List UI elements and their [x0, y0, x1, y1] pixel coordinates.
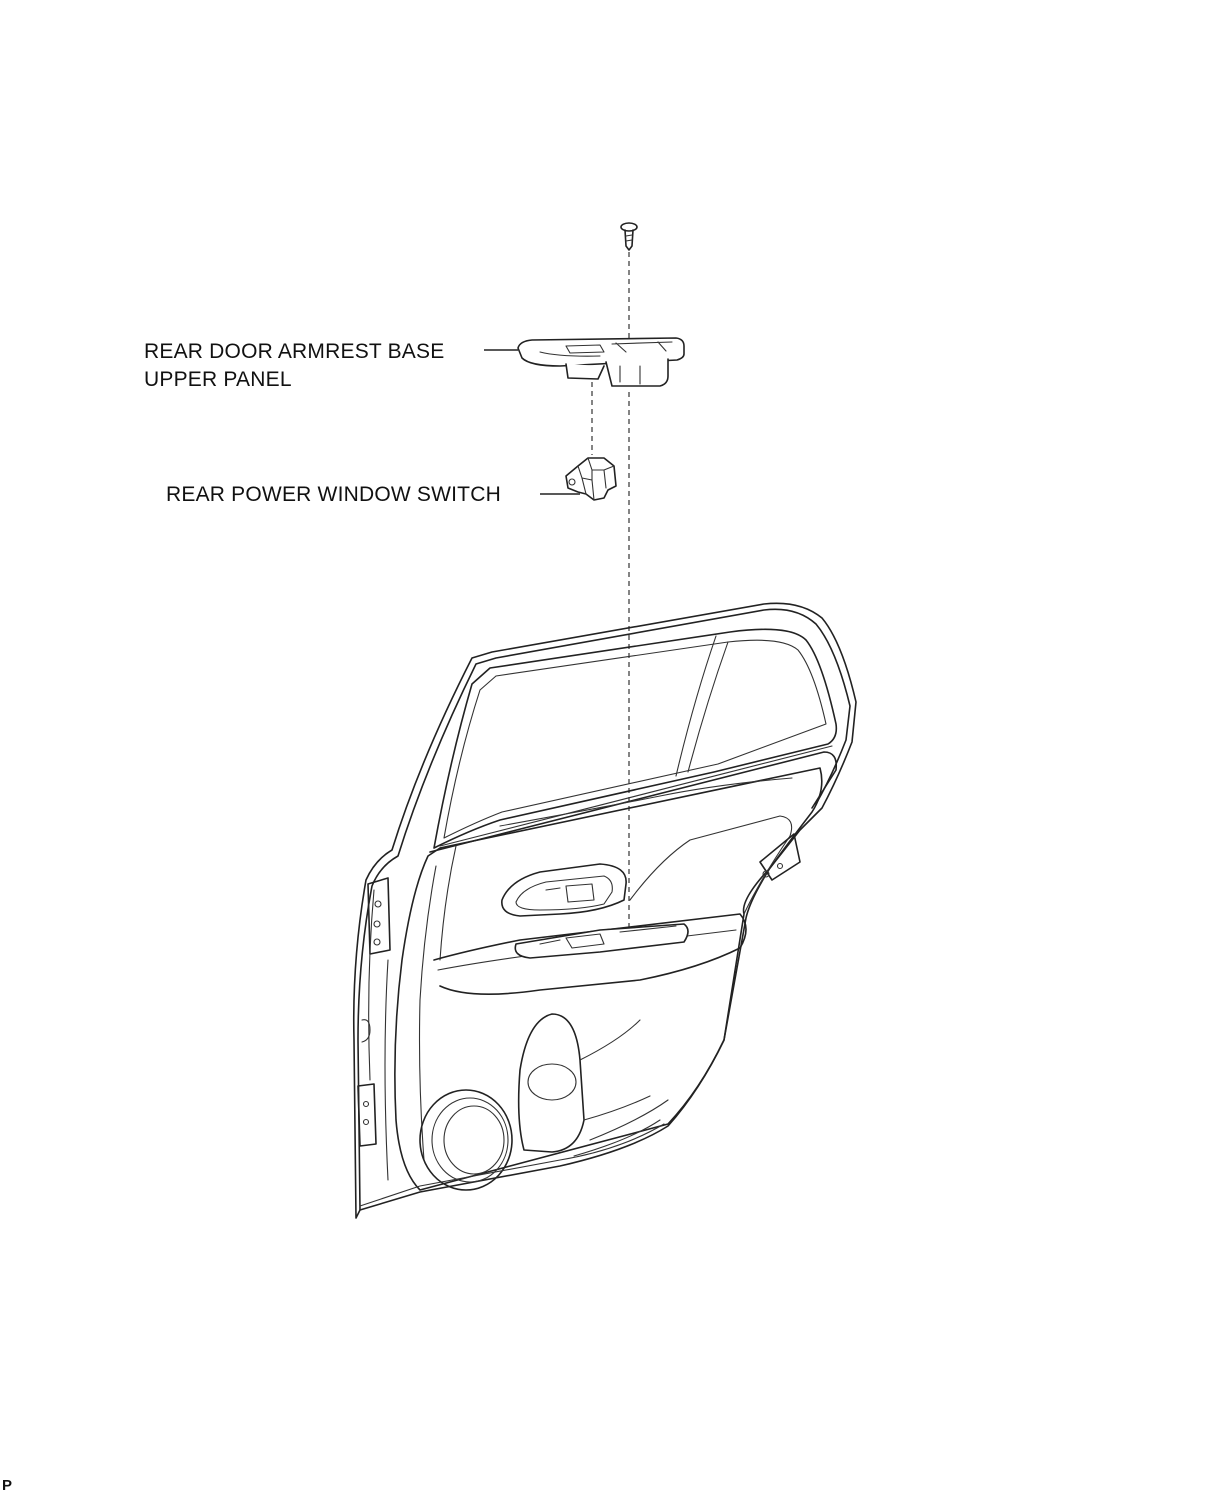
rear-door-part — [352, 602, 857, 1219]
corner-code: P — [2, 1477, 13, 1494]
armrest-upper-panel-part — [517, 337, 685, 387]
power-window-switch-label: REAR POWER WINDOW SWITCH — [166, 483, 501, 506]
armrest-panel-label-line1: REAR DOOR ARMREST BASE — [144, 340, 445, 363]
assembly-guide-lines — [591, 252, 630, 930]
armrest-panel-label-line2: UPPER PANEL — [144, 368, 292, 391]
screw-icon — [620, 222, 638, 251]
power-window-switch-part — [565, 457, 617, 501]
